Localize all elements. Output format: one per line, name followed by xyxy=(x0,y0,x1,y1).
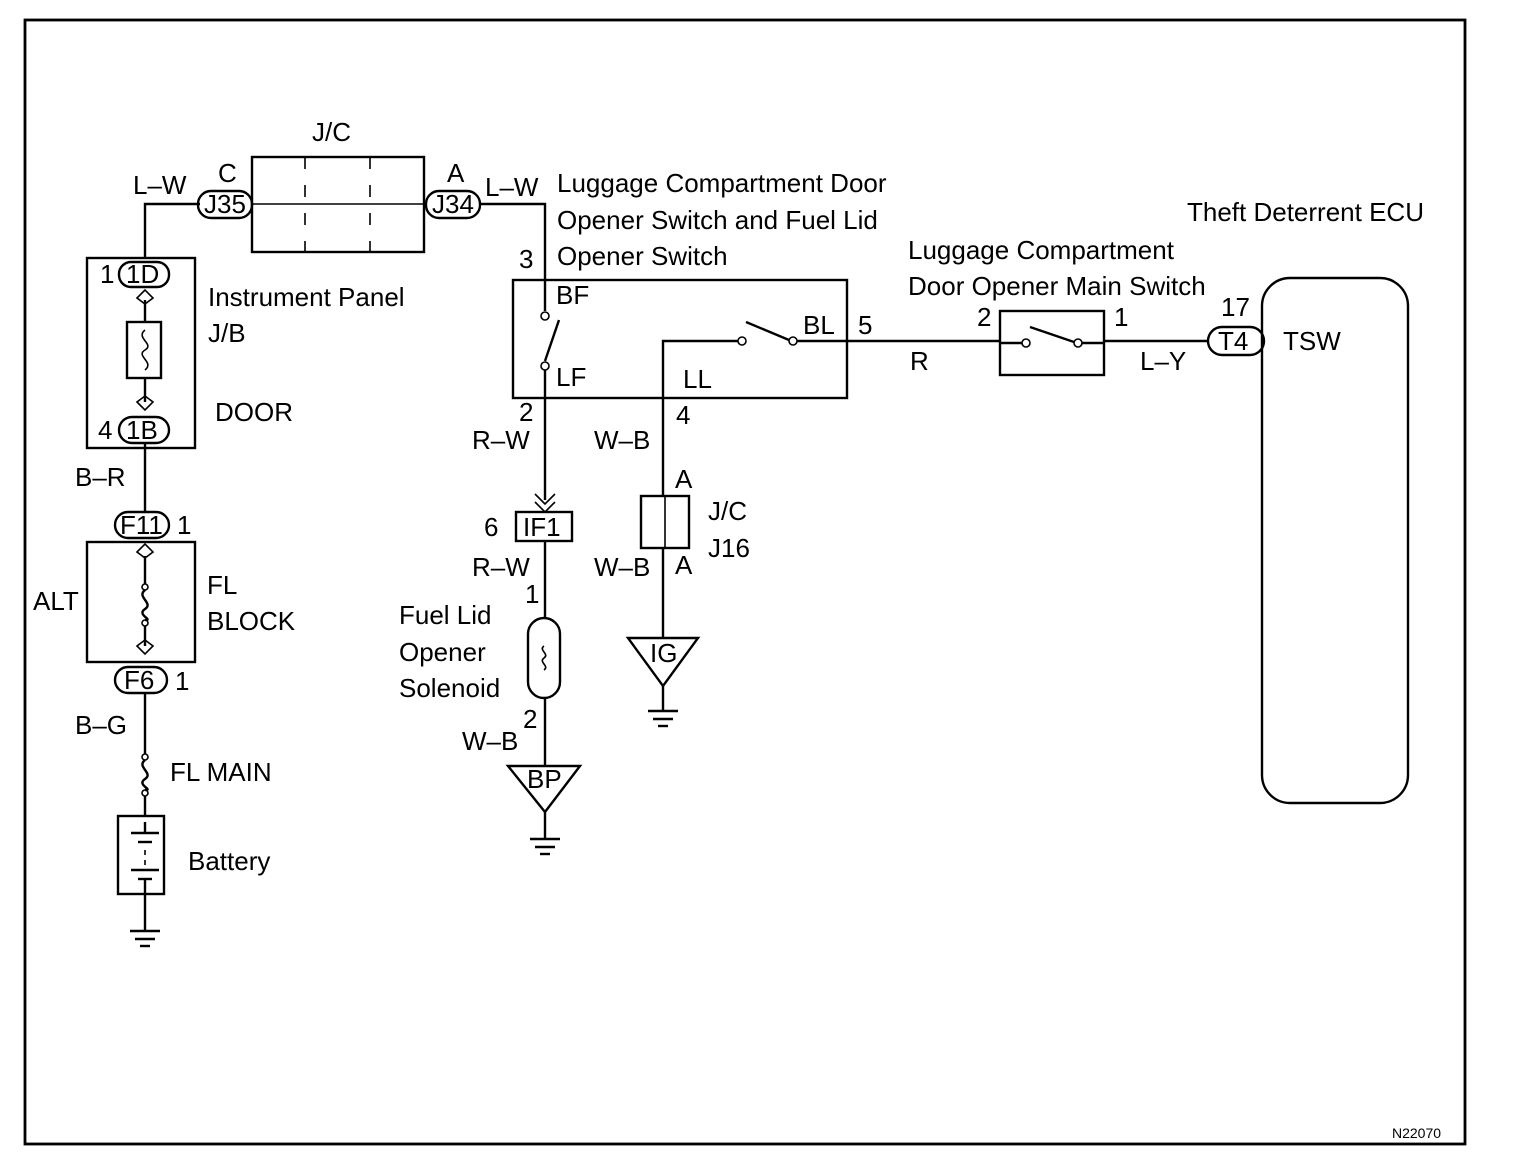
connector-1d xyxy=(117,260,171,289)
pin-sw-3: 3 xyxy=(519,244,533,274)
alt-label: ALT xyxy=(33,586,79,616)
connector-j35 xyxy=(196,189,254,220)
wire-label-bg: B–G xyxy=(75,710,127,740)
pin-f6: 1 xyxy=(175,666,189,696)
diagram-frame xyxy=(23,18,1467,1146)
solenoid-label-3: Solenoid xyxy=(399,673,500,703)
ground-bp-icon xyxy=(530,837,560,856)
solenoid-coil-icon xyxy=(541,645,547,671)
ground-bp-label: BP xyxy=(527,764,562,794)
main-switch-label-2: Door Opener Main Switch xyxy=(908,271,1206,301)
fuel-lid-switch-blade xyxy=(543,319,561,362)
connector-1d-label: 1D xyxy=(126,259,159,289)
fl-main-fuse-icon xyxy=(141,759,149,792)
terminal-ll: LL xyxy=(683,364,712,394)
wire-label-rw-upper: R–W xyxy=(472,425,530,455)
wire-label-br: B–R xyxy=(75,462,126,492)
door-fuel-switch-label-1: Luggage Compartment Door xyxy=(557,168,887,198)
instrument-panel-label-2: J/B xyxy=(208,318,246,348)
door-fuel-switch-label-2: Opener Switch and Fuel Lid xyxy=(557,205,878,235)
wire-label-rw-lower: R–W xyxy=(472,552,530,582)
pin-1b: 4 xyxy=(98,415,112,445)
pin-main-2: 2 xyxy=(977,302,991,332)
wire-label-wb-solenoid: W–B xyxy=(462,726,518,756)
pin-main-1: 1 xyxy=(1114,302,1128,332)
ground-ig-icon xyxy=(648,709,678,728)
connector-f11 xyxy=(113,510,171,540)
connector-t4 xyxy=(1206,325,1266,357)
alt-fuse-icon xyxy=(141,589,149,622)
main-switch-label-1: Luggage Compartment xyxy=(908,235,1175,265)
door-fuel-switch-label-3: Opener Switch xyxy=(557,241,728,271)
solenoid-label-1: Fuel Lid xyxy=(399,600,492,630)
ground-bp-triangle xyxy=(505,764,583,814)
wire-label-wb-upper: W–B xyxy=(594,425,650,455)
pin-t4-17: 17 xyxy=(1221,292,1250,322)
door-fuel-switch-box xyxy=(511,278,849,400)
figure-code: N22070 xyxy=(1392,1125,1441,1141)
wire-label-lw-right: L–W xyxy=(485,172,539,202)
ecu-label: Theft Deterrent ECU xyxy=(1187,197,1424,227)
luggage-door-switch-blade xyxy=(745,320,790,342)
pin-j16-a-top: A xyxy=(675,464,693,494)
door-fuse-label: DOOR xyxy=(215,397,293,427)
terminal-bl: BL xyxy=(803,310,835,340)
jc-top-label: J/C xyxy=(312,117,351,147)
fl-block-label-1: FL xyxy=(207,570,237,600)
fl-block-box xyxy=(85,540,197,664)
wire-label-r: R xyxy=(910,346,929,376)
wire-label-ly: L–Y xyxy=(1140,346,1186,376)
connector-if1-label: IF1 xyxy=(523,512,561,542)
tsw-label: TSW xyxy=(1283,326,1341,356)
ground-ig-triangle xyxy=(625,636,701,689)
ground-battery-icon xyxy=(130,929,160,948)
wire-lw-right xyxy=(480,202,547,280)
connector-f6-label: F6 xyxy=(124,665,154,695)
connector-t4-label: T4 xyxy=(1218,326,1248,356)
ground-ig-label: IG xyxy=(650,638,677,668)
battery-label: Battery xyxy=(188,846,270,876)
terminal-lf: LF xyxy=(556,362,586,392)
wire-label-wb-lower: W–B xyxy=(594,552,650,582)
pin-f11: 1 xyxy=(177,510,191,540)
pin-1d: 1 xyxy=(100,259,114,289)
jc-j16-label-1: J/C xyxy=(708,496,747,526)
fl-main-label: FL MAIN xyxy=(170,757,272,787)
pin-sw-5: 5 xyxy=(858,310,872,340)
instrument-panel-jb-box xyxy=(85,256,197,450)
connector-1b-label: 1B xyxy=(126,415,158,445)
pin-sw-2: 2 xyxy=(519,397,533,427)
battery-box xyxy=(116,814,166,896)
pin-sw-4: 4 xyxy=(676,400,690,430)
connector-f6 xyxy=(113,665,169,695)
instrument-panel-label-1: Instrument Panel xyxy=(208,282,405,312)
wire-lw-left xyxy=(143,202,200,258)
pin-sol-1: 1 xyxy=(525,579,539,609)
terminal-bf: BF xyxy=(556,280,589,310)
pin-j16-a-bottom: A xyxy=(675,550,693,580)
door-fuse-icon xyxy=(141,329,149,371)
connector-j34-label: J34 xyxy=(432,189,474,219)
solenoid-label-2: Opener xyxy=(399,637,486,667)
connector-j35-label: J35 xyxy=(204,189,246,219)
theft-deterrent-ecu-box xyxy=(1260,276,1410,805)
pin-if1-6: 6 xyxy=(484,512,498,542)
pin-j35-c: C xyxy=(218,158,237,188)
fl-block-label-2: BLOCK xyxy=(207,606,296,636)
main-switch-blade xyxy=(1029,325,1075,344)
pin-j34-a: A xyxy=(447,158,465,188)
connector-f11-label: F11 xyxy=(120,510,163,540)
wire-label-lw-left: L–W xyxy=(133,170,187,200)
pin-sol-2: 2 xyxy=(523,704,537,734)
jc-j16-label-2: J16 xyxy=(708,533,750,563)
